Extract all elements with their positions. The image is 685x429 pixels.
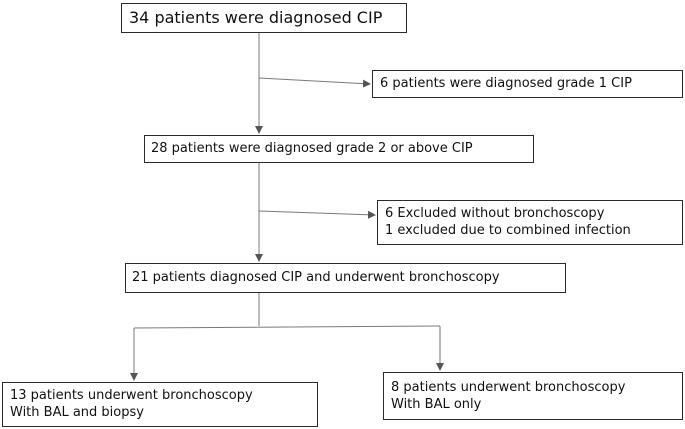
box-grade1: 6 patients were diagnosed grade 1 CIP xyxy=(372,70,683,98)
grade1-text: 6 patients were diagnosed grade 1 CIP xyxy=(380,76,632,91)
excluded-line1: 6 Excluded without bronchoscopy xyxy=(385,206,605,221)
bal-biopsy-line2: With BAL and biopsy xyxy=(10,405,144,420)
box-bal-biopsy: 13 patients underwent bronchoscopy With … xyxy=(2,382,318,427)
branch-arrow-excluded xyxy=(258,210,376,219)
split-horizontal-line xyxy=(133,325,441,329)
underwent-text: 21 patients diagnosed CIP and underwent … xyxy=(132,270,500,285)
bal-only-line1: 8 patients underwent bronchoscopy xyxy=(391,380,626,395)
excluded-line2: 1 excluded due to combined infection xyxy=(385,223,631,238)
box-grade2-above: 28 patients were diagnosed grade 2 or ab… xyxy=(144,135,534,163)
branch-arrow-grade1 xyxy=(258,77,371,88)
bal-biopsy-line1: 13 patients underwent bronchoscopy xyxy=(10,388,253,403)
total-diagnosed-text: 34 patients were diagnosed CIP xyxy=(129,8,383,27)
box-total-diagnosed: 34 patients were diagnosed CIP xyxy=(121,3,407,33)
box-excluded: 6 Excluded without bronchoscopy 1 exclud… xyxy=(377,200,683,245)
bal-only-line2: With BAL only xyxy=(391,397,482,412)
box-underwent-bronchoscopy: 21 patients diagnosed CIP and underwent … xyxy=(125,263,566,293)
grade2-above-text: 28 patients were diagnosed grade 2 or ab… xyxy=(151,141,473,156)
box-bal-only: 8 patients underwent bronchoscopy With B… xyxy=(383,372,683,420)
